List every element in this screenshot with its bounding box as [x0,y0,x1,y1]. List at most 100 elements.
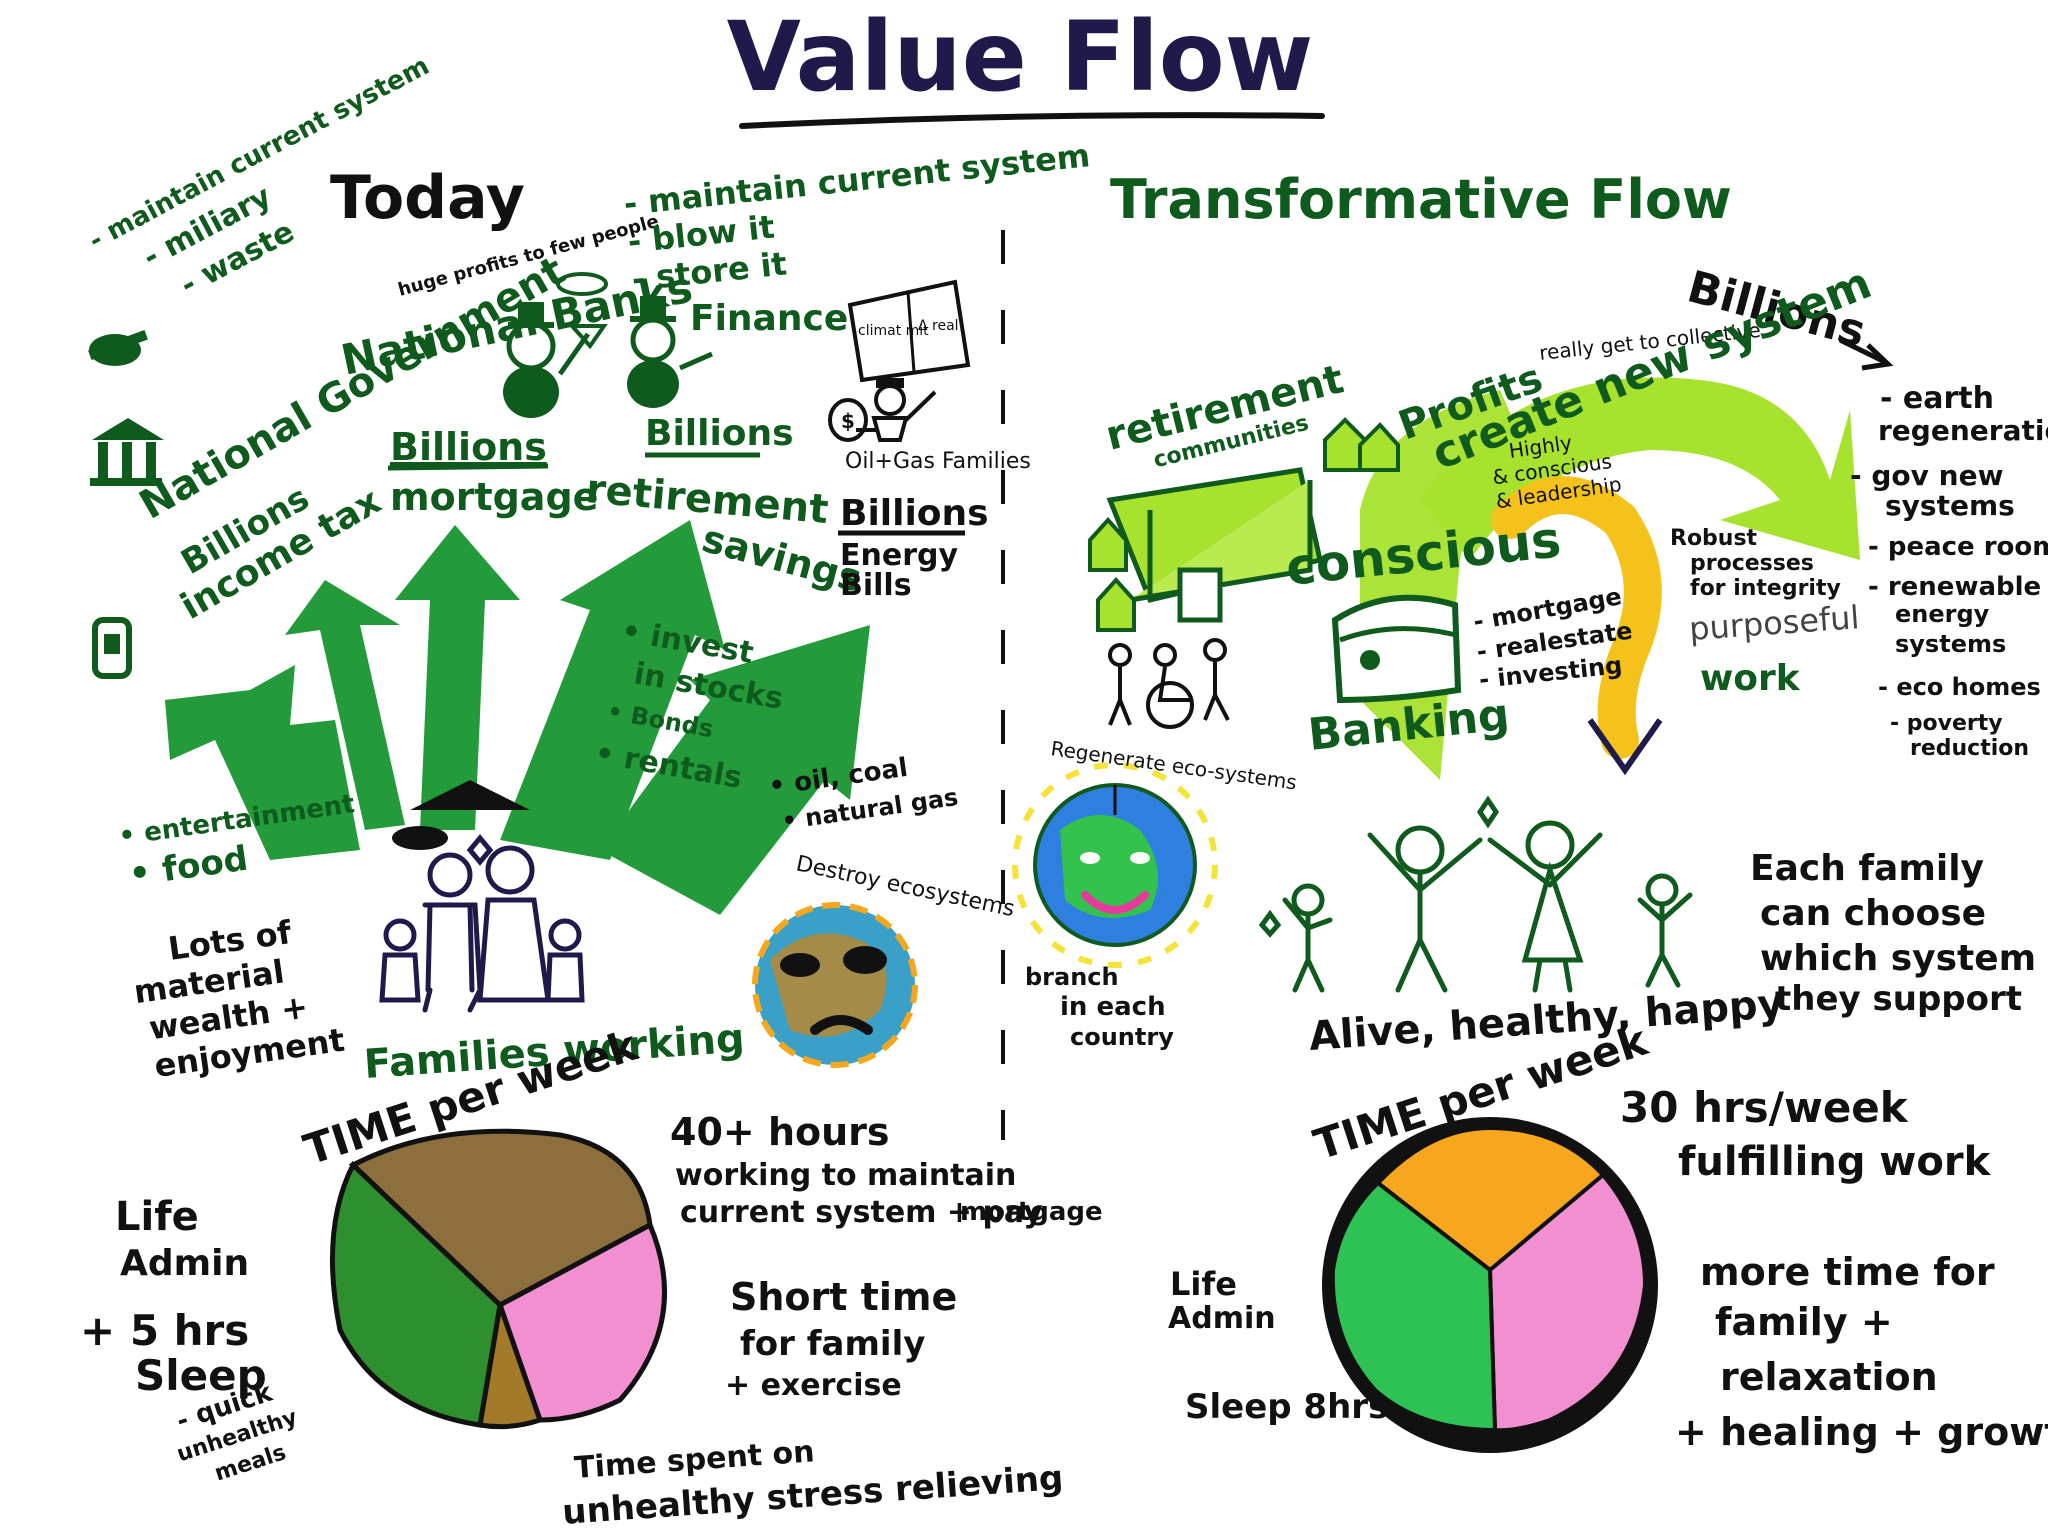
arrow-entertainment [165,665,360,860]
child-figure [383,918,417,952]
text-line: branch [1025,963,1119,991]
phone-icon [92,617,132,679]
tank-icon [88,330,148,366]
text-line: fulfilling work [1678,1139,1992,1185]
today-heading: Today [330,163,525,233]
energy-bills-line1: Energy [840,538,958,573]
pie-slice-work [1375,1125,1606,1273]
pie-slice-admin-sleep [1330,1180,1498,1433]
text-line: for family [740,1324,925,1364]
text-line: which system [1760,938,2036,979]
text-line: Robust [1670,526,1758,551]
more-time-text: more time for family + relaxation + heal… [1675,1250,2048,1454]
happy-earth-icon [1012,762,1218,968]
text-line: country [1070,1023,1174,1051]
life-admin-text-today: Life Admin + 5 hrs Sleep [80,1194,267,1400]
arrow-right-icon [1838,337,1887,365]
text-line: in each [1060,992,1166,1022]
pie-slice-work [348,1128,653,1309]
adult-figure [427,852,473,898]
list-item: regeneration [1878,414,2048,447]
text-line: 40+ hours [670,1110,890,1154]
child2-figure [548,918,582,952]
transform-goals-list: - earth regeneration - gov new systems -… [1850,381,2048,761]
child-body [379,952,421,1003]
text-line: Each family [1750,848,1984,889]
banks-billions: Billions [390,425,547,469]
text-line: more time for [1700,1250,1995,1294]
protest-sign-icon: climat mit Δ real [847,279,971,383]
title-underline [739,112,1325,129]
heart-icon [1476,795,1500,829]
text-line: Admin [120,1243,249,1284]
arrow-income-tax [285,580,405,830]
list-item: - earth [1880,381,1994,416]
elders-figures-icon [1108,638,1230,729]
mortgage-label: mortgage [390,475,598,519]
life-admin-text-transform: Life Admin [1168,1265,1276,1336]
text-line: Short time [730,1275,957,1319]
text-line: relaxation [1720,1355,1938,1399]
adult-legs [425,902,475,993]
adult-body [422,902,483,1013]
sign-left-text: climat mit [858,323,929,339]
arrow-mortgage [395,525,520,830]
text-line: 30 hrs/week [1620,1083,1909,1132]
heart-icon [466,834,494,866]
child-figure [1291,883,1325,917]
banker-figure-icon [503,272,608,418]
list-item: systems [1895,630,2006,658]
arrowhead-icon [1861,343,1894,371]
retirement-communities-text: retirement communities [1101,356,1348,473]
family-figures-today [379,834,585,1013]
community-house-icon [1088,417,1400,632]
sleep-label: Sleep 8hrs [1185,1387,1388,1427]
text-line: + exercise [725,1368,902,1403]
list-item: systems [1885,489,2015,522]
text-line: + healing + growth [1675,1410,2048,1454]
heart-icon [1258,909,1282,938]
financier-figure-icon [627,296,714,408]
material-wealth-text: Lots of material wealth + enjoyment [132,913,347,1085]
purposeful-group: purposeful [1688,598,1861,648]
list-item: energy [1895,600,1990,628]
house-icon [392,780,530,850]
list-item: - maintain current system [622,136,1092,223]
text-line: processes [1690,551,1814,576]
text-line: Life [115,1194,199,1240]
text-line: for integrity [1690,576,1841,601]
oil-gas-families: Oil+Gas Families [845,449,1031,474]
thirty-hours-text: 30 hrs/week fulfilling work [1620,1083,1992,1185]
adult2-body [477,897,551,1003]
list-item: reduction [1910,736,2029,761]
yellow-loop-arrow [1491,476,1663,776]
pie-slice-family [496,1221,667,1423]
arrow-retirement [500,520,725,860]
purposeful-label: purposeful [1688,598,1861,648]
adult-figure [1395,825,1445,875]
text-line: family + [1715,1300,1893,1344]
work-label: work [1700,658,1801,699]
page-title: Value Flow [727,1,1314,113]
finance-billions: Billions [645,413,794,454]
list-item: - peace room [1868,532,2048,562]
list-item: - eco homes [1878,673,2041,701]
text-line: mortgage [960,1197,1103,1227]
bank-building-icon [1331,594,1462,704]
each-family-text: Each family can choose which system they… [1750,848,2036,1019]
forty-hours-text: 40+ hours working to maintain current sy… [670,1110,1103,1230]
underline [387,463,549,471]
banking-label-group: Banking [1306,689,1512,761]
text-line: they support [1775,979,2022,1019]
text-line: current system + pay [680,1195,1043,1230]
banking-label: Banking [1306,689,1512,761]
family-figures-happy [1258,795,1693,993]
text-line: working to maintain [675,1158,1016,1193]
time-pie-transform [1322,1117,1658,1453]
list-item: - gov new [1850,459,2003,492]
oil-tycoon-figure-icon [856,378,937,442]
child2-body [545,952,585,1003]
text-line: Life [1170,1265,1237,1303]
pie-slice-admin-sleep [329,1160,503,1428]
